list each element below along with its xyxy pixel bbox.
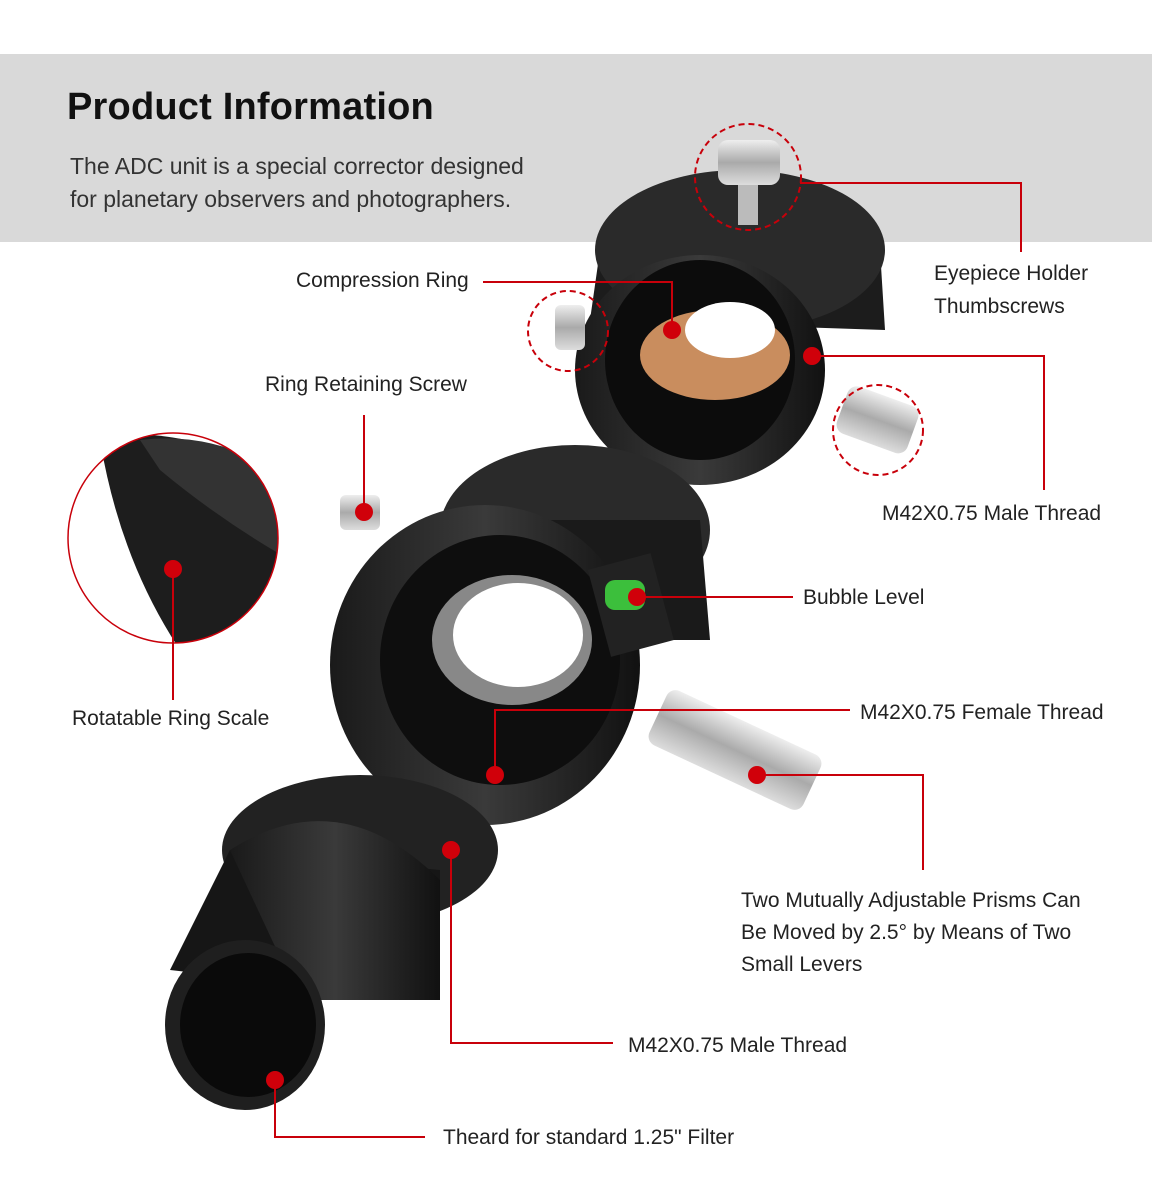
adc-body [330,445,822,825]
subtitle-line-2: for planetary observers and photographer… [70,186,512,212]
label-rotatable-ring-scale: Rotatable Ring Scale [72,707,270,730]
label-prisms-1: Two Mutually Adjustable Prisms Can [741,889,1081,912]
leader-lines [172,123,1045,1138]
label-male-thread-top: M42X0.75 Male Thread [882,502,1102,525]
label-female-thread: M42X0.75 Female Thread [860,701,1104,724]
label-bubble-level: Bubble Level [803,586,925,609]
ring-scale-detail [67,432,279,644]
marker-dots [164,321,821,1089]
label-prisms-2: Be Moved by 2.5° by Means of Two [741,921,1072,944]
label-compression-ring: Compression Ring [296,269,469,292]
label-ring-retaining-screw: Ring Retaining Screw [265,373,467,396]
label-eyepiece-holder-1: Eyepiece Holder [934,262,1089,285]
label-eyepiece-holder-2: Thumbscrews [934,295,1065,318]
label-prisms-3: Small Levers [741,953,863,976]
label-male-thread-bottom: M42X0.75 Male Thread [628,1034,848,1057]
page-title: Product Information [67,86,434,128]
subtitle-line-1: The ADC unit is a special corrector desi… [70,153,524,179]
header-band [0,54,1152,242]
filter-adapter [165,775,498,1110]
label-filter-thread: Theard for standard 1.25" Filter [443,1126,735,1149]
eyepiece-holder [555,140,919,485]
